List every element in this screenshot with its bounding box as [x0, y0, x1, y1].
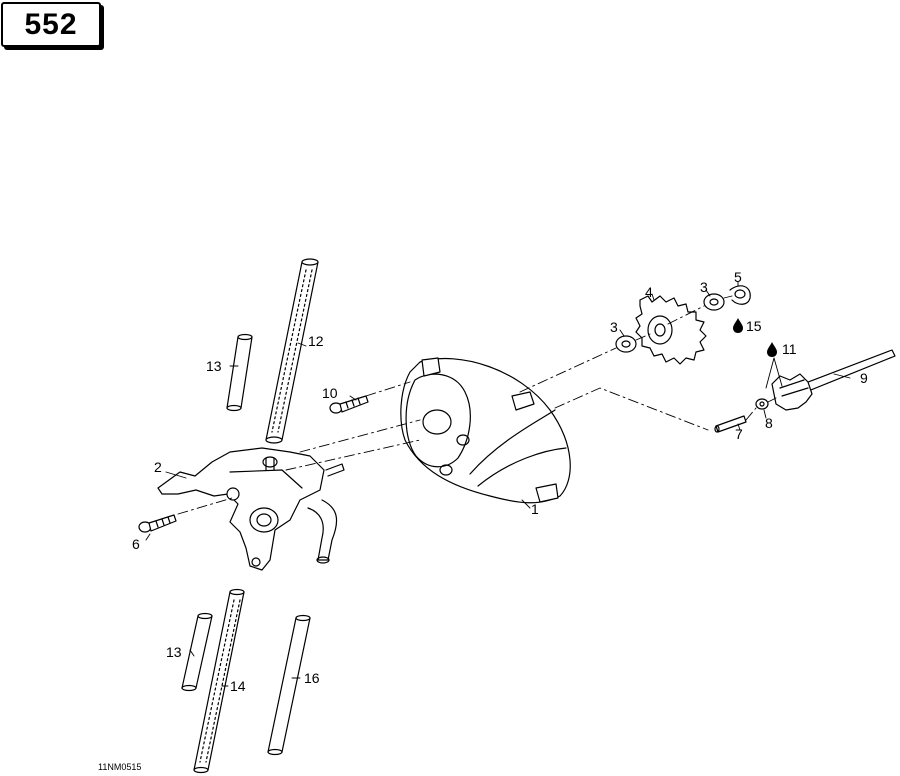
callout-13-lower: 13: [166, 644, 182, 660]
oil-drop-icon-11: [767, 342, 777, 357]
tube-16[interactable]: [267, 614, 311, 756]
oil-drop-icons: [733, 318, 777, 357]
screw-6[interactable]: [138, 514, 177, 533]
callout-labels: 1 2 3 3 4 5 6 7 8 9 10 11 12 13 13 14 15…: [132, 269, 868, 694]
oil-pump-assembly[interactable]: [157, 447, 345, 571]
callout-3-lower: 3: [610, 319, 618, 335]
assembly-lines: [177, 295, 777, 515]
callout-4: 4: [645, 284, 653, 300]
callout-13-upper: 13: [206, 358, 222, 374]
callout-9: 9: [860, 370, 868, 386]
callout-3-upper: 3: [700, 279, 708, 295]
callout-15: 15: [746, 318, 762, 334]
screw-10[interactable]: [329, 395, 369, 414]
callout-16: 16: [304, 670, 320, 686]
shaft-9[interactable]: [771, 349, 896, 411]
callout-2: 2: [154, 459, 162, 475]
washer-3-upper[interactable]: [703, 293, 725, 311]
callout-12: 12: [308, 333, 324, 349]
circlip-5[interactable]: [729, 285, 751, 305]
callout-6: 6: [132, 536, 140, 552]
page-number: 552: [24, 7, 78, 41]
callout-7: 7: [735, 426, 743, 442]
tube-13-upper[interactable]: [226, 333, 253, 412]
callout-5: 5: [734, 269, 742, 285]
pin-7[interactable]: [714, 415, 747, 433]
tube-13-lower[interactable]: [181, 612, 213, 692]
leader-lines: [145, 281, 851, 687]
hose-12[interactable]: [265, 258, 319, 444]
washer-3-lower[interactable]: [615, 335, 637, 353]
oil-drop-icon-15: [733, 318, 743, 333]
drawing-code: 11NM0515: [98, 762, 142, 772]
housing-1[interactable]: [400, 357, 571, 504]
gear-4[interactable]: [635, 295, 707, 365]
callout-11: 11: [782, 341, 797, 357]
callout-8: 8: [765, 415, 773, 431]
page-number-box: 552: [1, 2, 101, 47]
washer-8[interactable]: [755, 398, 769, 410]
callout-10: 10: [322, 385, 338, 401]
callout-14: 14: [230, 678, 246, 694]
hose-14[interactable]: [193, 588, 245, 774]
callout-1: 1: [531, 501, 539, 517]
